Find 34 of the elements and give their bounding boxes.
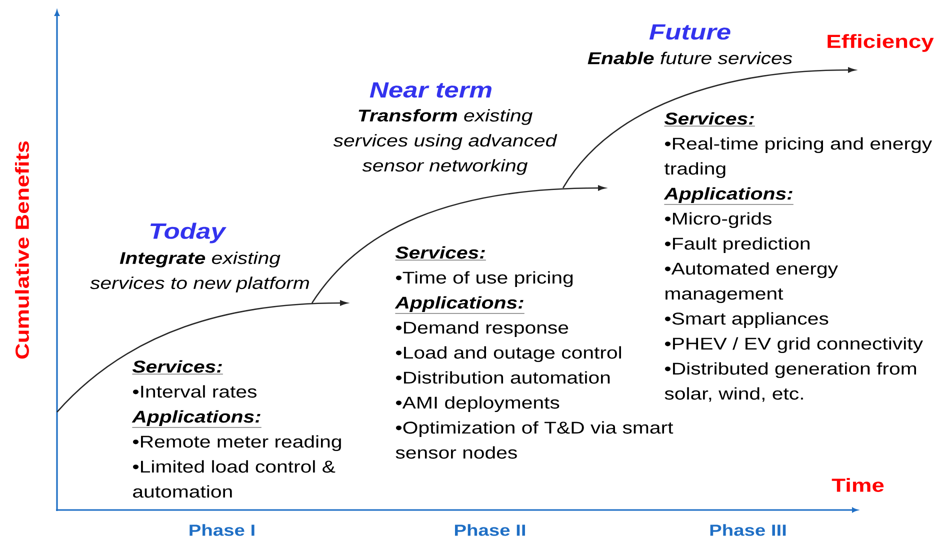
phase-label: Phase III	[710, 524, 786, 536]
list-heading: Applications:	[394, 296, 525, 314]
list-item: •Automated energy management	[665, 262, 838, 304]
phase-label: Phase II	[455, 524, 525, 536]
stage-description: Enable future services	[588, 52, 792, 64]
list-heading: Applications:	[664, 187, 794, 205]
phase-label: Phase I	[190, 524, 254, 536]
list-item: •Load and outage control	[396, 346, 621, 362]
axis-title: Cumulative Benefits	[15, 141, 29, 359]
list-item: •Time of use pricing	[396, 271, 573, 288]
list-item: •Distributed generation from solar, wind, etc.	[664, 362, 916, 402]
list-heading: Services:	[664, 112, 756, 126]
list-item: •Limited load control & automation	[133, 460, 336, 498]
list-heading: Services:	[132, 360, 224, 374]
list-item: •Optimization of T&D via smart sensor nodes	[396, 421, 674, 459]
list-item: •Smart appliances	[665, 312, 828, 328]
stage-title: Near term	[370, 82, 492, 98]
list-item: •Fault prediction	[665, 237, 810, 254]
stage-title: Future	[649, 24, 730, 40]
axis-title: Time	[832, 478, 884, 492]
list-item: •Remote meter reading	[133, 435, 341, 452]
list-item: •Real-time pricing and energy trading	[664, 137, 932, 178]
list-item: •Distribution automation	[396, 371, 610, 384]
list-item: •Micro-grids	[665, 212, 772, 228]
list-heading: Applications:	[132, 410, 262, 428]
list-heading: Services:	[395, 246, 486, 260]
list-item: •PHEV / EV grid connectivity	[665, 337, 923, 354]
stage-description: Integrate existing services to new platform	[90, 252, 309, 292]
list-item: •Interval rates	[133, 385, 256, 398]
stage-description: Transform existing services using advanced sensor networking	[333, 109, 558, 175]
axis-title: Efficiency	[828, 34, 934, 52]
stage-title: Today	[150, 222, 226, 244]
list-item: •Demand response	[396, 321, 568, 338]
list-item: •AMI deployments	[396, 396, 560, 412]
